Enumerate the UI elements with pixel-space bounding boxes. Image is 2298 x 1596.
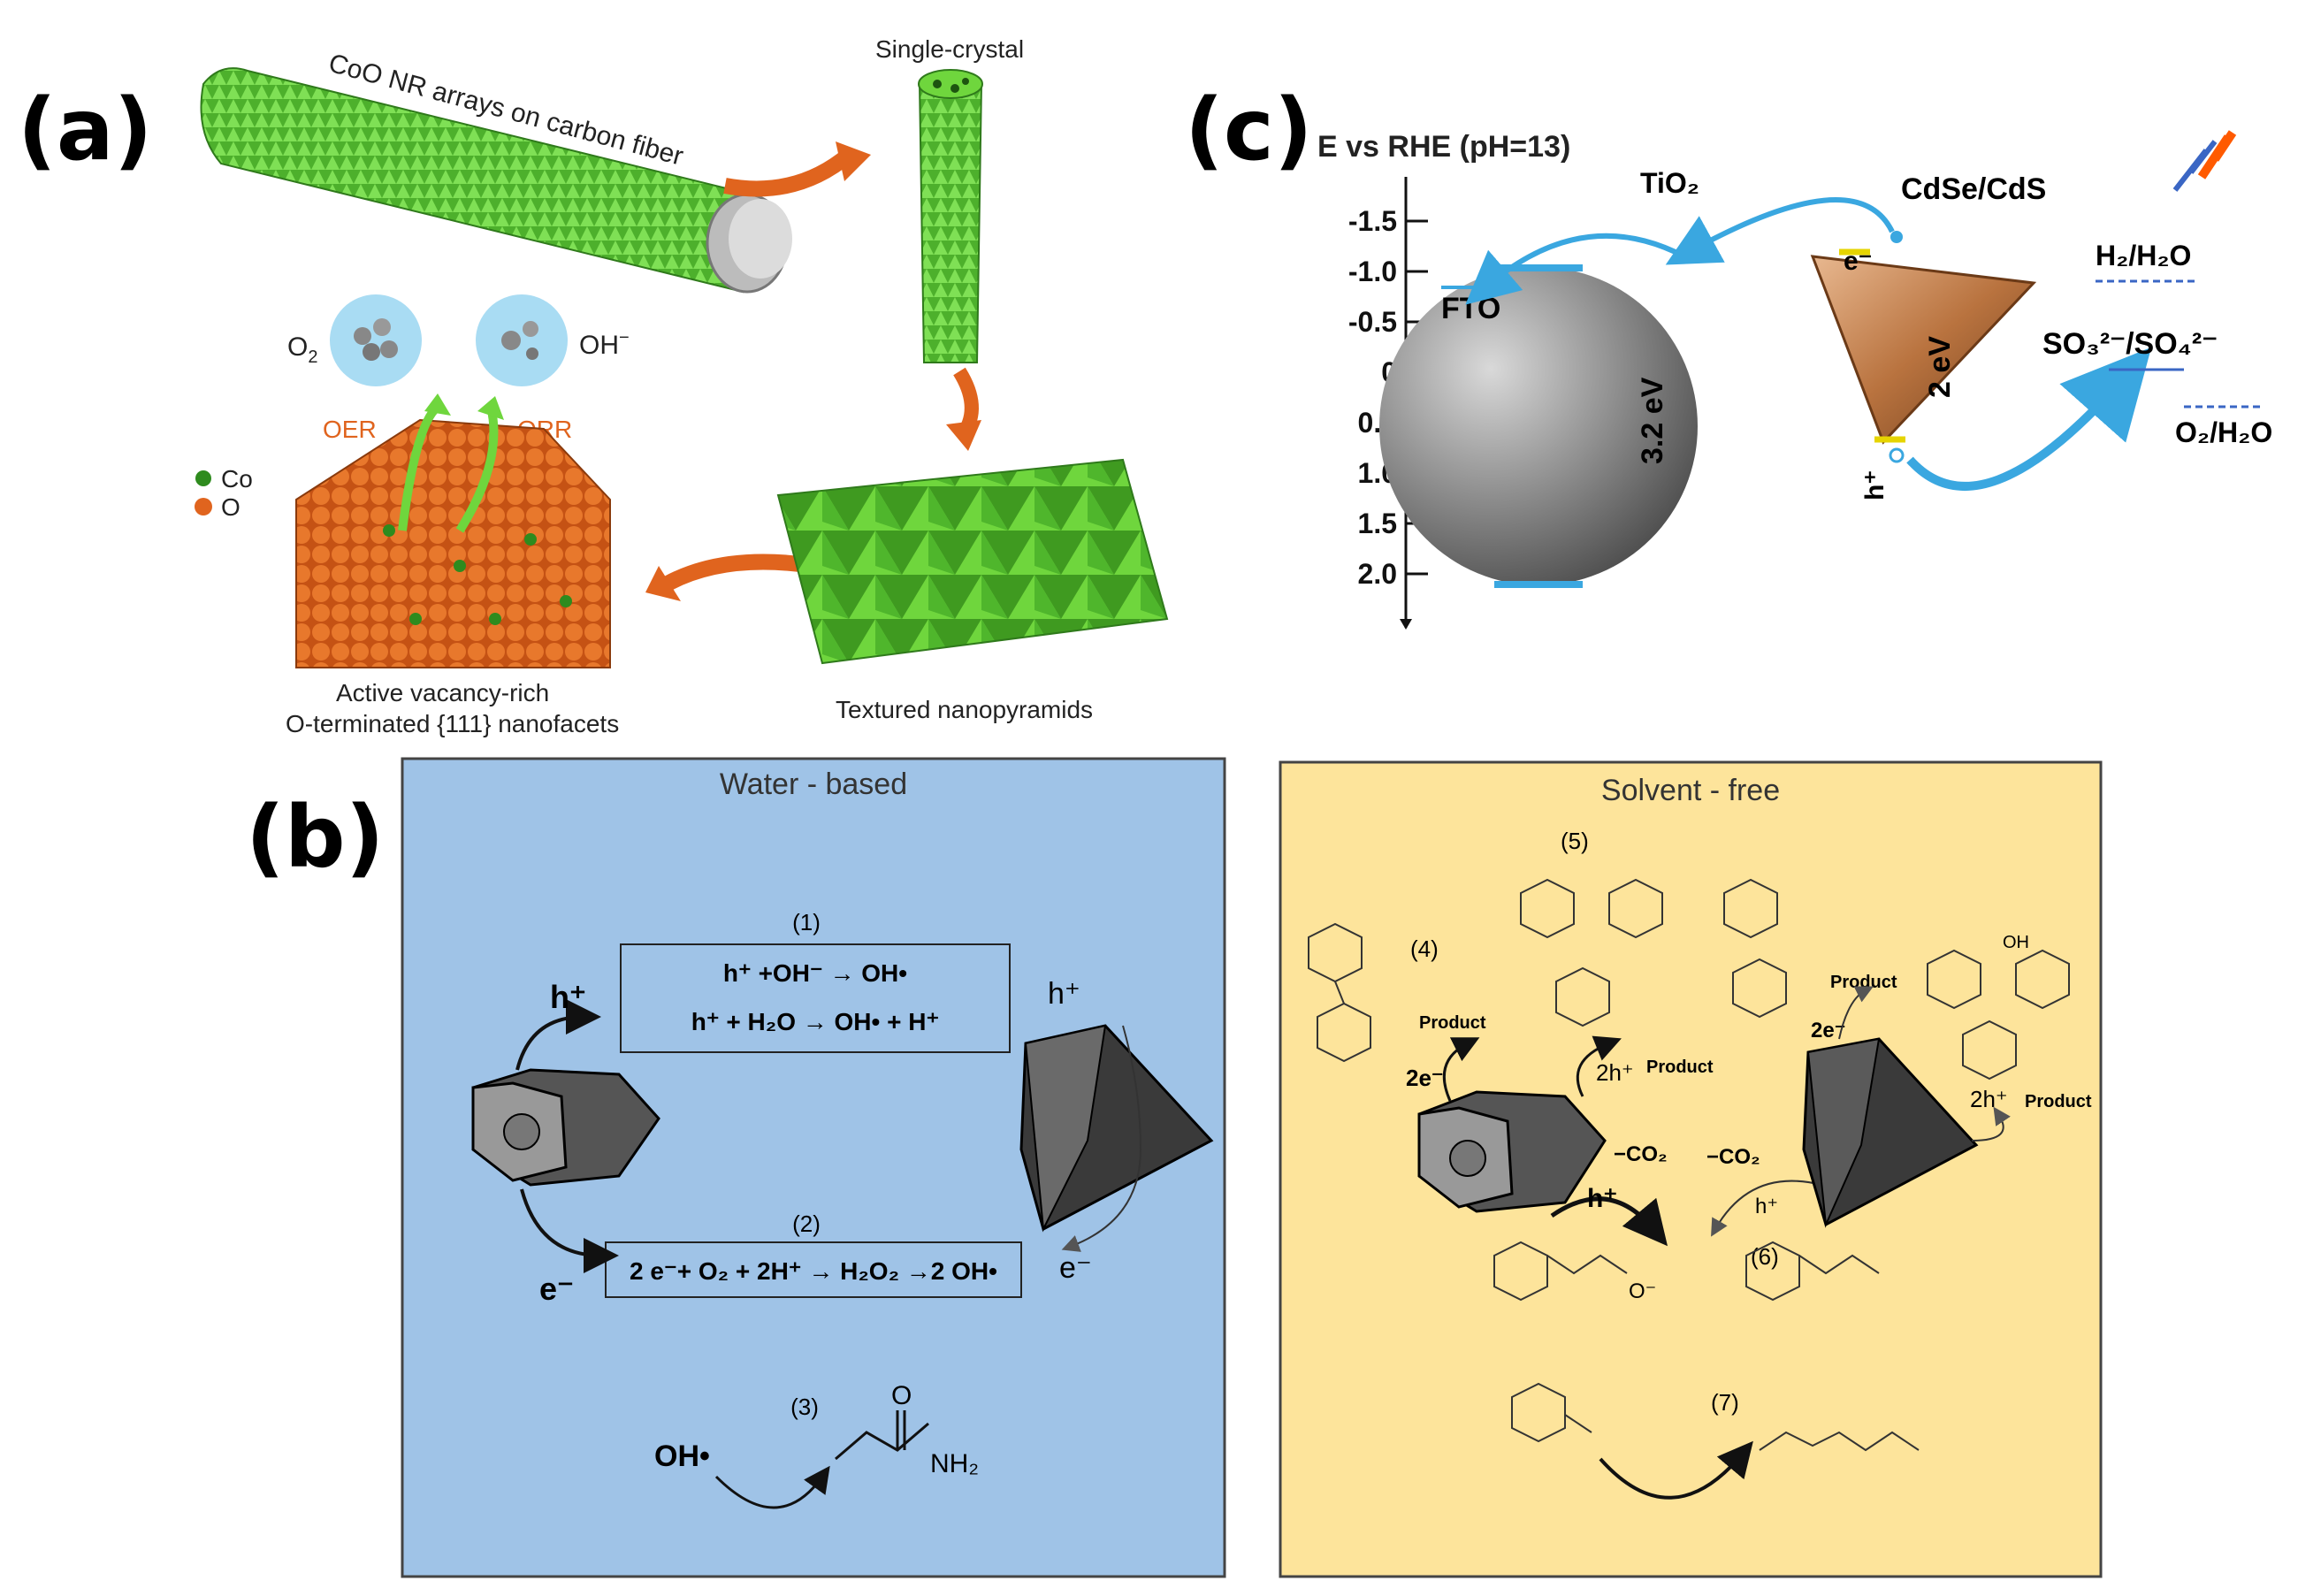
h-small: h⁺ <box>1755 1195 1778 1218</box>
e2-left: 2e⁻ <box>1406 1065 1444 1091</box>
cdse-cds-pyramid <box>1810 255 2037 445</box>
eq1-line2: h⁺ + H₂O → OH• + H⁺ <box>691 1008 940 1035</box>
nanopyramids <box>776 458 1169 665</box>
acrylamide-o: O <box>891 1381 912 1410</box>
eq1-box <box>620 943 1011 1053</box>
co2-right: −CO₂ <box>1706 1145 1760 1169</box>
tio2-label: TiO₂ <box>1640 167 1699 199</box>
n4-label: (4) <box>1410 935 1439 962</box>
arrow-to-fto <box>1465 233 1686 305</box>
arrow-to-crystal <box>723 149 854 197</box>
nanopyramids-caption: Textured nanopyramids <box>836 696 1093 723</box>
solvent-free-box <box>1279 760 2103 1578</box>
o2-bubble <box>330 294 422 386</box>
product-label-3: Product <box>1830 973 1897 992</box>
oh-label: OH− <box>579 328 630 360</box>
h-arrow-center <box>1550 1196 1668 1247</box>
h2-left: 2h⁺ <box>1596 1059 1634 1086</box>
single-crystal-label: Single-crystal <box>875 35 1024 63</box>
molecule-structures <box>1308 878 2070 1452</box>
arrow-to-facets <box>663 554 815 591</box>
e-arrow-solvent-left <box>1442 1037 1480 1102</box>
h-center: h⁺ <box>1587 1184 1617 1213</box>
y-tick-label: -1.0 <box>1348 256 1397 287</box>
h2-right: 2h⁺ <box>1970 1086 2008 1112</box>
eq3-number: (3) <box>790 1394 819 1420</box>
panel-c-label: (c) <box>1185 80 1313 179</box>
light-icon <box>2197 130 2237 179</box>
arrow-to-tio2 <box>1665 197 1895 265</box>
single-crystal-rod <box>918 69 983 363</box>
vacancy-nanofacets <box>295 418 611 668</box>
o2-h2o-label: O₂/H₂O <box>2175 416 2272 448</box>
h-right-label: h⁺ <box>1048 977 1080 1011</box>
facets-caption-line1: Active vacancy-rich <box>336 679 549 706</box>
y-tick-label: 1.5 <box>1358 508 1397 539</box>
facets-caption-line2: O-terminated {111} nanofacets <box>286 710 619 737</box>
panel-b: (b) Water - based (1) h⁺ +OH⁻ → OH• h⁺ +… <box>246 757 2103 1578</box>
h-arrow-right <box>1061 1025 1142 1252</box>
legend-o-dot <box>195 498 212 515</box>
e-arrow-left <box>520 1188 619 1273</box>
h-arrow-solvent-right <box>1711 1180 1822 1237</box>
y-axis-ticks: -1.5-1.0-0.500.51.01.52.0 <box>1348 205 1428 590</box>
n7-label: (7) <box>1711 1389 1739 1416</box>
solvent-free-title: Solvent - free <box>1601 774 1780 807</box>
eq2-line: 2 e⁻+ O₂ + 2H⁺ → H₂O₂ →2 OH• <box>630 1257 997 1285</box>
product-label-2: Product <box>1646 1058 1714 1077</box>
panel-a: (a) CoO NR arrays on carbon fiber Single… <box>18 35 1169 737</box>
pyramid-water <box>1019 1024 1214 1233</box>
e-left-label: e⁻ <box>539 1271 574 1307</box>
cdse-cds-label: CdSe/CdS <box>1901 172 2046 206</box>
o2-label: O2 <box>287 332 317 367</box>
h2-label: H₂/H₂O <box>2096 240 2191 271</box>
acrylamide-structure <box>835 1422 929 1461</box>
acrylamide-nh2: NH₂ <box>930 1449 979 1478</box>
panel-a-label: (a) <box>18 80 153 179</box>
oh-radical: OH• <box>654 1439 710 1473</box>
oh-group: OH <box>2003 933 2029 952</box>
tio2-sphere <box>1379 267 1698 585</box>
coo-rod <box>200 67 792 294</box>
orr-arrow <box>455 405 499 533</box>
eq1-line1: h⁺ +OH⁻ → OH• <box>723 959 907 987</box>
eq2-number: (2) <box>792 1210 821 1237</box>
product-label-1: Product <box>1419 1013 1486 1033</box>
arrow-hole-transfer <box>1906 347 2152 491</box>
e-right-label: e⁻ <box>1059 1251 1092 1285</box>
co2-left: −CO₂ <box>1614 1142 1668 1166</box>
axis-title: E vs RHE (pH=13) <box>1317 130 1570 164</box>
fto-label: FTO <box>1441 292 1500 325</box>
h-arrow-solvent-left <box>1576 1035 1622 1097</box>
y-tick-label: 2.0 <box>1358 558 1397 590</box>
cds-bandgap: 2 eV <box>1923 336 1957 398</box>
product-label-4: Product <box>2025 1092 2092 1111</box>
hex-nanorod-solvent <box>1417 1090 1607 1213</box>
n6-label: (6) <box>1751 1243 1779 1270</box>
tio2-bandgap: 3.2 eV <box>1636 377 1669 464</box>
radical-arrow <box>714 1465 830 1509</box>
water-based-title: Water - based <box>720 767 907 801</box>
eq1-number: (1) <box>792 909 821 935</box>
legend-co: Co <box>221 465 253 493</box>
h-left-label: h⁺ <box>550 979 586 1015</box>
legend-co-dot <box>195 470 211 486</box>
oer-label: OER <box>323 416 377 443</box>
radical-arrow-solvent <box>1599 1440 1753 1500</box>
panel-c: (c) E vs RHE (pH=13) -1.5-1.0-0.500.51.0… <box>1185 80 2272 630</box>
hex-nanorod-water <box>471 1068 660 1187</box>
carboxylate-left: O⁻ <box>1629 1279 1656 1303</box>
legend-o: O <box>221 493 240 521</box>
y-tick-label: -1.5 <box>1348 205 1397 237</box>
n5-label: (5) <box>1561 828 1589 854</box>
pyramid-solvent <box>1802 1037 1979 1228</box>
y-tick-label: -0.5 <box>1348 306 1397 338</box>
panel-b-label: (b) <box>246 788 384 887</box>
so3-label: SO₃²⁻/SO₄²⁻ <box>2042 327 2218 361</box>
hole-label: h⁺ <box>1860 470 1890 500</box>
electron-label: e⁻ <box>1844 247 1873 276</box>
h-arrow-left <box>515 999 601 1071</box>
oh-bubble <box>476 294 568 386</box>
